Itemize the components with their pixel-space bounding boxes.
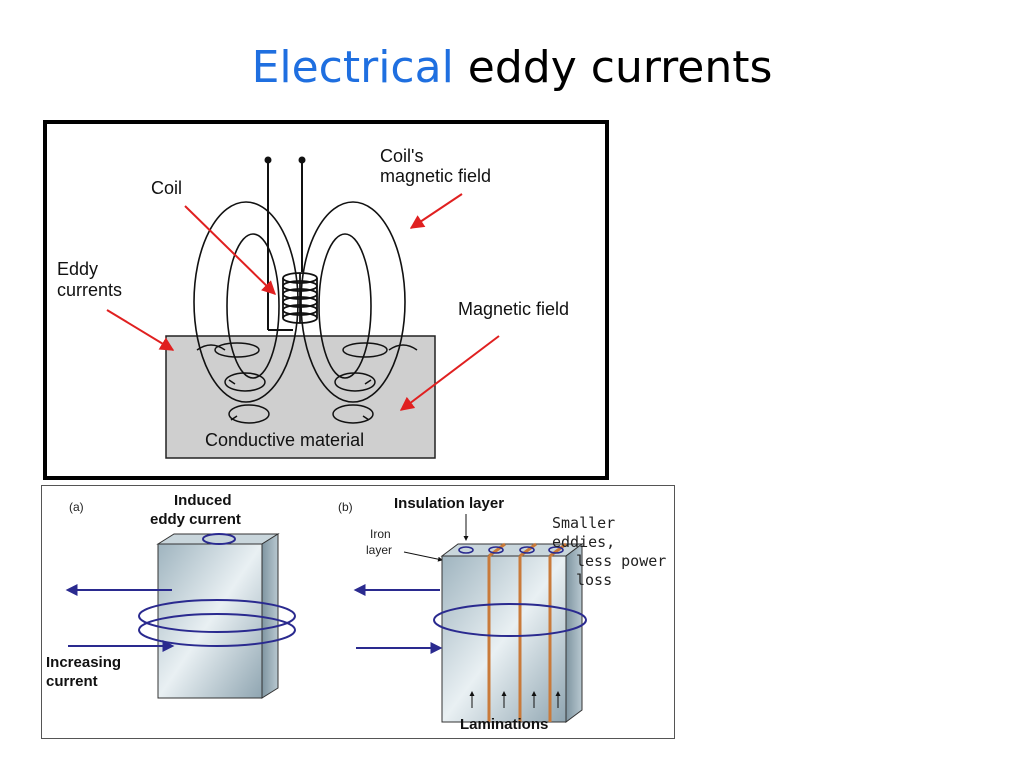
coil-label: Coil xyxy=(151,178,182,198)
smaller-label-line3: less power xyxy=(576,552,666,570)
magnetic-field-pointer-arrow xyxy=(399,335,500,411)
title-accent: Electrical xyxy=(251,42,454,93)
eddy-label-line1: Eddy xyxy=(57,259,98,279)
coil-windings xyxy=(282,272,318,324)
current-loops-a xyxy=(65,584,296,652)
coil-field-label-line1: Coil's xyxy=(380,146,423,166)
lamination-diagram: (a) Induced eddy current Increasing curr… xyxy=(41,485,675,739)
slide-title: Electrical eddy currents xyxy=(0,38,1024,98)
block-side-face xyxy=(261,533,279,699)
block-front-face xyxy=(157,543,263,699)
induced-eddy-loop xyxy=(202,533,236,545)
small-eddies xyxy=(458,546,564,554)
laminations-label: Laminations xyxy=(460,716,548,733)
induced-label-line2: eddy current xyxy=(150,511,241,528)
magnetic-field-lines xyxy=(193,201,406,403)
lamination-diagram-svg: (a) Induced eddy current Increasing curr… xyxy=(46,492,666,733)
conductive-material-block xyxy=(165,335,436,459)
magnetic-field-label: Magnetic field xyxy=(458,299,569,319)
lamination-pointer-arrows xyxy=(469,691,561,708)
eddy-current-swirls xyxy=(196,342,418,424)
smaller-label-line1: Smaller xyxy=(552,514,615,532)
coil-field-label-line2: magnetic field xyxy=(380,166,491,186)
conductive-material-label: Conductive material xyxy=(205,430,364,450)
increasing-label-line2: current xyxy=(46,673,98,690)
lamination-layers xyxy=(487,542,567,722)
iron-label-line1: Iron xyxy=(370,527,391,541)
terminal-left xyxy=(264,156,272,164)
panel-a-label: (a) xyxy=(69,500,84,514)
block-top-face xyxy=(156,533,280,545)
pointer-arrows xyxy=(106,193,500,411)
panel-b: (b) Insulation layer Iron layer xyxy=(338,495,666,733)
increasing-label-line1: Increasing xyxy=(46,654,121,671)
eddy-pointer-arrow xyxy=(106,309,175,351)
coil-diagram-svg: Coil Coil's magnetic field Eddy currents… xyxy=(57,146,569,459)
title-rest: eddy currents xyxy=(453,42,773,93)
smaller-label-line2: eddies, xyxy=(552,533,615,551)
current-loops-b xyxy=(353,584,587,654)
iron-label-line2: layer xyxy=(366,543,392,557)
panel-a: (a) Induced eddy current Increasing curr… xyxy=(46,492,296,699)
insulation-layer-label: Insulation layer xyxy=(394,495,504,512)
coil-pointer-arrow xyxy=(184,205,277,295)
coil-field-pointer-arrow xyxy=(409,193,463,229)
panel-b-label: (b) xyxy=(338,500,353,514)
eddy-label-line2: currents xyxy=(57,280,122,300)
eddy-current-coil-diagram: Coil Coil's magnetic field Eddy currents… xyxy=(43,120,609,480)
terminal-right xyxy=(298,156,306,164)
induced-label-line1: Induced xyxy=(174,492,232,509)
smaller-label-line4: loss xyxy=(576,571,612,589)
